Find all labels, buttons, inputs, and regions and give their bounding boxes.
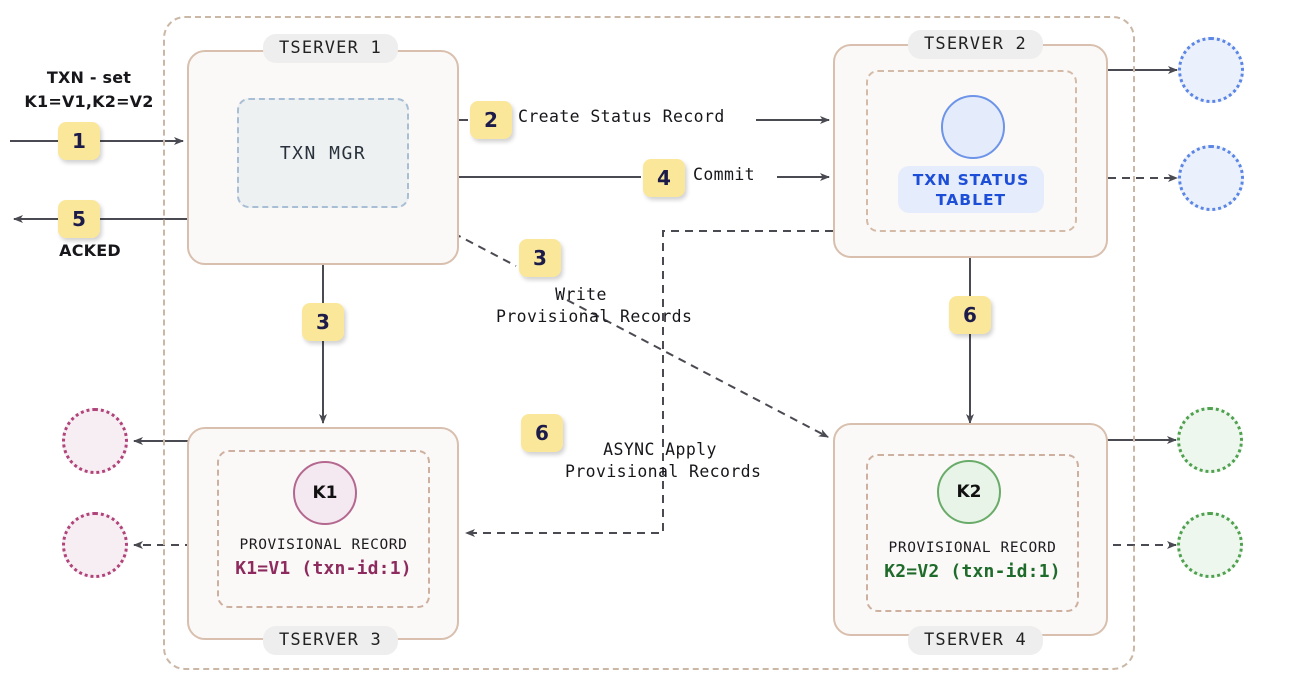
status-tablet-line1: TXN STATUS [912,170,1030,189]
tserver-3-label: TSERVER 3 [263,626,398,655]
k1-replica-top[interactable] [62,408,128,474]
step-badge-3-down[interactable]: 3 [302,303,344,341]
k1-tablet-leader[interactable]: K1 [293,461,357,525]
k2-tablet-leader[interactable]: K2 [937,460,1001,524]
async-apply-line2: Provisional Records [565,462,762,481]
step-badge-2[interactable]: 2 [470,101,512,139]
acked-label: ACKED [59,241,121,260]
request-line1: TXN - set [46,68,132,87]
tserver-3-record-panel: PROVISIONAL RECORD K1=V1 (txn-id:1) [217,450,430,608]
cluster-boundary [163,16,1135,670]
ts3-record-value: K1=V1 (txn-id:1) [235,558,412,579]
step-badge-3-diagonal[interactable]: 3 [519,239,561,277]
step-badge-4[interactable]: 4 [643,159,685,197]
write-provisional-line1: Write [555,285,607,304]
txn-mgr-label: TXN MGR [279,143,367,164]
step-badge-6-down[interactable]: 6 [949,296,991,334]
status-replica-bottom[interactable] [1178,145,1244,211]
status-replica-top[interactable] [1178,37,1244,103]
ts3-record-heading: PROVISIONAL RECORD [239,537,408,553]
status-tablet-line2: TABLET [935,190,1007,209]
tserver-4-card[interactable] [833,423,1108,636]
tserver-2-label: TSERVER 2 [908,30,1043,59]
step-badge-6-async[interactable]: 6 [521,414,563,452]
tserver-2-tablet-panel [866,70,1077,232]
async-apply-line1: ASYNC Apply [603,440,717,459]
ts4-record-value: K2=V2 (txn-id:1) [884,561,1061,582]
txn-status-tablet-leader[interactable] [941,95,1005,159]
txn-status-tablet-pill: TXN STATUS TABLET [898,166,1044,213]
k2-replica-bottom[interactable] [1177,512,1243,578]
write-provisional-line2: Provisional Records [496,307,693,326]
tserver-4-label: TSERVER 4 [908,626,1043,655]
commit-label: Commit [693,165,756,184]
txn-mgr-panel[interactable]: TXN MGR [237,98,409,208]
request-line2: K1=V1,K2=V2 [24,92,154,111]
k1-replica-bottom[interactable] [62,512,128,578]
tserver-4-record-panel: PROVISIONAL RECORD K2=V2 (txn-id:1) [866,454,1079,612]
step-badge-1[interactable]: 1 [58,122,100,160]
step-badge-5[interactable]: 5 [58,200,100,238]
k2-replica-top[interactable] [1177,407,1243,473]
tserver-1-label: TSERVER 1 [263,34,398,63]
create-status-record-label: Create Status Record [518,107,725,126]
ts4-record-heading: PROVISIONAL RECORD [888,540,1057,556]
